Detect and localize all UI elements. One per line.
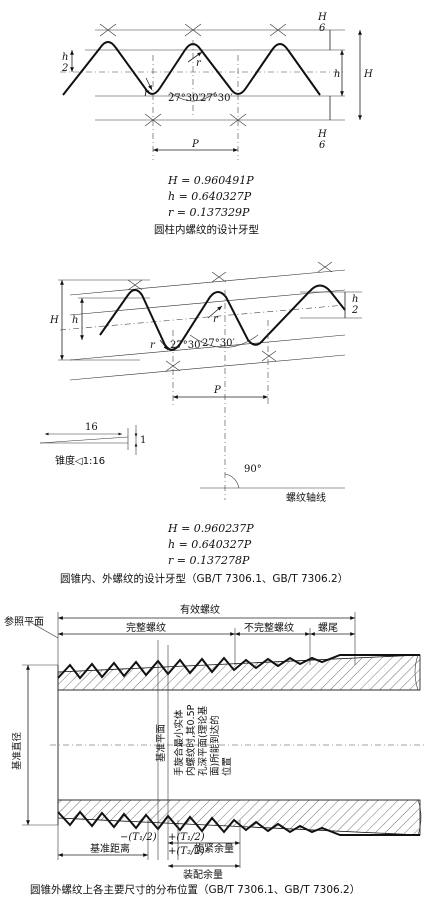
fig2-angle-left: 27°30′ (170, 340, 203, 351)
fig1-r-label-top: r (196, 58, 202, 69)
fig1-h-half-num: h (62, 52, 68, 63)
taper-pitch-line (59, 304, 346, 331)
taper-line-4 (69, 354, 346, 381)
fig3-note-line2: 内螺纹时,其0.5P (185, 704, 197, 776)
fig3-note-line1: 手旋合最小实体 (173, 709, 185, 776)
radius-arrow-bottom (145, 77, 153, 91)
fig2-formula-h: h = 0.640327P (168, 538, 252, 551)
fig2-r-label-bottom: r (150, 340, 156, 351)
fig1-H6-bot-den: 6 (319, 140, 326, 151)
fig3-datum-plane: 基准平面 (155, 724, 167, 762)
fig2-P-label: P (213, 385, 221, 396)
fig3-thread-runout: 螺尾 (318, 622, 338, 634)
fig3-complete-thread: 完整螺纹 (126, 621, 166, 634)
taper-thread-profile (99, 284, 346, 351)
fig1-H6-top-den: 6 (319, 23, 326, 34)
fig3-tightening-allowance: 旋紧余量 (194, 842, 234, 855)
figure1-thread-profile (60, 23, 362, 160)
fig3-datum-diameter: 基准直径 (11, 731, 23, 770)
fig2-H-label: H (49, 315, 59, 326)
fig3-caption: 圆锥外螺纹上各主要尺寸的分布位置（GB/T 7306.1、GB/T 7306.2… (30, 883, 360, 896)
figure3-thread-cross-section (22, 612, 425, 868)
radius-arrow-top (187, 51, 203, 63)
right-angle-arc (224, 473, 240, 489)
fig3-effective-thread: 有效螺纹 (180, 603, 220, 616)
bottom-thread-profile (57, 810, 420, 836)
fig3-note-line5: 位置 (221, 757, 233, 776)
fig3-note-line4: 面)所能到达的 (209, 715, 221, 776)
taper-line-1 (69, 269, 346, 296)
fig3-tol-plus2: +(T₂/2) (168, 846, 205, 857)
fig2-taper-rise: 1 (140, 435, 146, 446)
fig1-r-label-bottom: r (144, 88, 150, 99)
fig1-H-label: H (363, 69, 373, 80)
fig2-r-label-top: r (213, 314, 219, 325)
fig2-angle-right: 27°30′ (202, 338, 235, 349)
top-thread-profile (57, 654, 420, 680)
fig1-formula-r: r = 0.137329P (168, 206, 250, 219)
fig3-note-line3: 孔深平面(理论基 (197, 705, 209, 776)
fig1-h-half-den: 2 (61, 63, 68, 74)
flank-angle-arc (169, 91, 217, 102)
fig2-h-half-den: 2 (351, 305, 358, 316)
fig3-assembly-allowance: 装配余量 (183, 868, 223, 881)
fig1-angle-right: 27°30′ (200, 93, 233, 104)
fig1-P-label: P (191, 139, 199, 150)
fig2-angle-90: 90° (244, 464, 262, 475)
figure2-taper-thread-profile (39, 261, 362, 500)
fig3-ref-plane: 参照平面 (4, 615, 44, 628)
fig3-tol-plus1: +(T₁/2) (168, 832, 205, 843)
taper-slope-line (39, 436, 129, 444)
fig2-h-label: h (72, 315, 78, 326)
fig2-formula-r: r = 0.137278P (168, 554, 250, 567)
fig1-caption: 圆柱内螺纹的设计牙型 (154, 223, 259, 236)
fig2-formula-H: H = 0.960237P (167, 522, 254, 535)
fig2-h-half-num: h (352, 294, 358, 305)
fig3-tol-minus: −(T₁/2) (120, 832, 157, 843)
fig1-formula-h: h = 0.640327P (168, 190, 252, 203)
fig2-taper-label: 锥度◁1:16 (55, 454, 105, 467)
fig1-angle-left: 27°30′ (168, 93, 201, 104)
fig2-taper-length: 16 (85, 422, 98, 433)
fig3-datum-distance: 基准距离 (90, 842, 130, 855)
fig2-caption: 圆锥内、外螺纹的设计牙型（GB/T 7306.1、GB/T 7306.2） (60, 572, 348, 585)
fig2-axis-label: 螺纹轴线 (286, 491, 326, 504)
fig3-incomplete-thread: 不完整螺纹 (244, 621, 294, 634)
taper-line-3 (69, 334, 346, 361)
fig1-H6-top-num: H (317, 12, 327, 23)
fig1-H6-bot-num: H (317, 129, 327, 140)
fig1-h-label: h (334, 69, 340, 80)
fig1-formula-H: H = 0.960491P (167, 174, 254, 187)
